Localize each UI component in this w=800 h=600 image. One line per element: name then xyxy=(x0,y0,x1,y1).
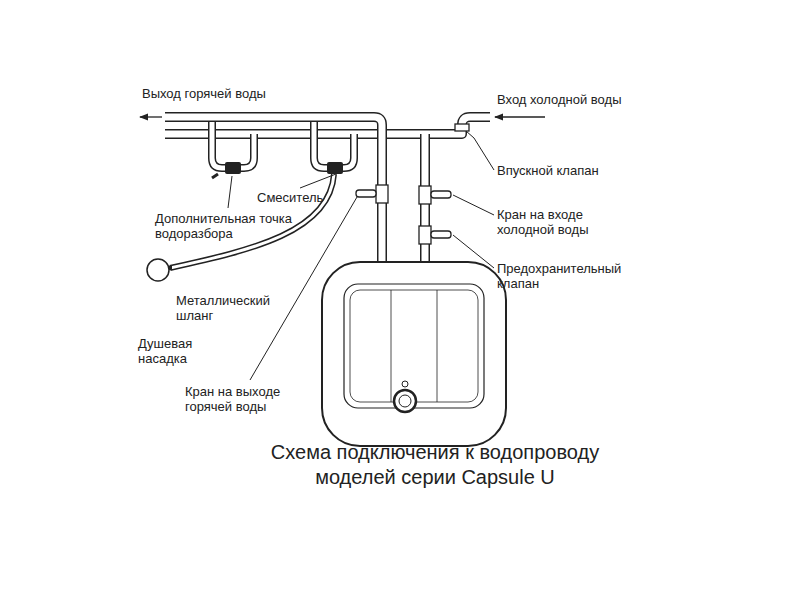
part-label: Дополнительная точка водоразбора xyxy=(155,211,305,241)
part-label: Кран на входе холодной воды xyxy=(497,207,637,237)
caption: Схема подключения к водопроводу моделей … xyxy=(230,440,640,490)
part-label: Вход холодной воды xyxy=(497,92,697,107)
part-label: Кран на выходе горячей воды xyxy=(185,384,315,414)
part-label: Смеситель xyxy=(257,190,347,205)
part-label: Душевая насадка xyxy=(138,336,238,366)
part-label: Предохранительный клапан xyxy=(497,261,647,291)
part-label: Металлический шланг xyxy=(176,293,286,323)
part-label: Впускной клапан xyxy=(497,163,697,178)
part-label: Выход горячей воды xyxy=(142,86,342,101)
